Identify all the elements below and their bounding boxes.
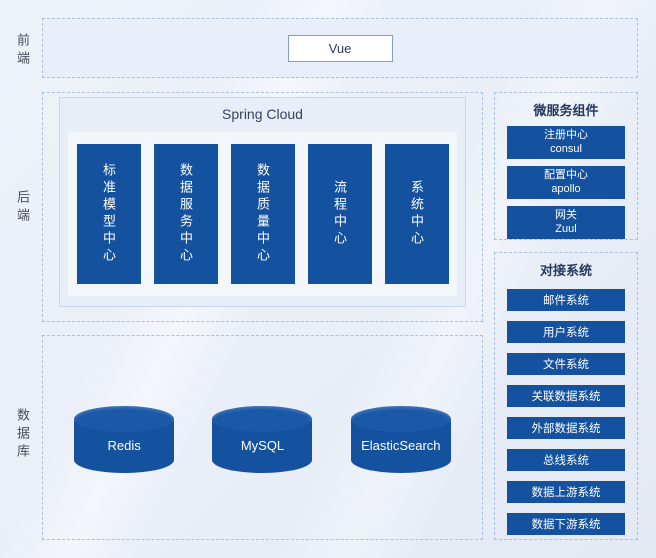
- redis-label: Redis: [107, 438, 141, 453]
- node-system-center: 系统中心: [384, 144, 449, 284]
- config-name: 配置中心: [544, 168, 588, 181]
- node-gateway-zuul: 网关 Zuul: [507, 206, 625, 239]
- db-cylinder-mysql: MySQL: [212, 405, 313, 473]
- db-cylinder-redis: Redis: [74, 405, 175, 473]
- gateway-tech: Zuul: [555, 222, 577, 235]
- node-mail-system: 邮件系统: [507, 289, 625, 311]
- integrations-section: 对接系统 邮件系统 用户系统 文件系统 关联数据系统 外部数据系统 总线系统 数…: [494, 252, 638, 540]
- node-registry-consul: 注册中心 consul: [507, 126, 625, 159]
- integrations-title: 对接系统: [539, 263, 592, 278]
- registry-tech: consul: [550, 142, 582, 155]
- db-cylinder-elasticsearch: ElasticSearch: [350, 405, 451, 473]
- node-external-data-system: 外部数据系统: [507, 417, 625, 439]
- microservices-section: 微服务组件 注册中心 consul 配置中心 apollo 网关 Zuul: [494, 92, 638, 240]
- elasticsearch-label: ElasticSearch: [361, 438, 441, 453]
- gateway-name: 网关: [555, 208, 577, 221]
- node-file-system: 文件系统: [507, 353, 625, 375]
- node-workflow-center: 流程中心: [307, 144, 372, 284]
- database-section: Redis MySQL ElasticSearch: [42, 335, 483, 540]
- spring-cloud-modules: 标准模型中心 数据服务中心 数据质量中心 流程中心 系统中心: [68, 132, 457, 296]
- node-data-quality-center: 数据质量中心: [230, 144, 295, 284]
- mysql-label: MySQL: [240, 438, 285, 453]
- backend-section: Spring Cloud 标准模型中心 数据服务中心 数据质量中心 流程中心 系…: [42, 92, 483, 322]
- frontend-section: Vue: [42, 18, 638, 78]
- tier-label-backend: 后端: [15, 190, 30, 226]
- microservices-title: 微服务组件: [533, 103, 599, 118]
- node-vue: Vue: [287, 34, 393, 62]
- node-related-data-system: 关联数据系统: [507, 385, 625, 407]
- node-config-apollo: 配置中心 apollo: [507, 166, 625, 199]
- registry-name: 注册中心: [544, 128, 588, 141]
- node-standard-model-center: 标准模型中心: [76, 144, 141, 284]
- node-downstream-data-system: 数据下游系统: [507, 513, 625, 535]
- node-upstream-data-system: 数据上游系统: [507, 481, 625, 503]
- node-bus-system: 总线系统: [507, 449, 625, 471]
- node-user-system: 用户系统: [507, 321, 625, 343]
- spring-cloud-title: Spring Cloud: [222, 106, 303, 122]
- node-data-service-center: 数据服务中心: [153, 144, 218, 284]
- tier-label-frontend: 前端: [15, 33, 30, 69]
- tier-label-database: 数据库: [15, 408, 30, 462]
- spring-cloud-panel: Spring Cloud 标准模型中心 数据服务中心 数据质量中心 流程中心 系…: [59, 97, 466, 307]
- config-tech: apollo: [551, 182, 581, 195]
